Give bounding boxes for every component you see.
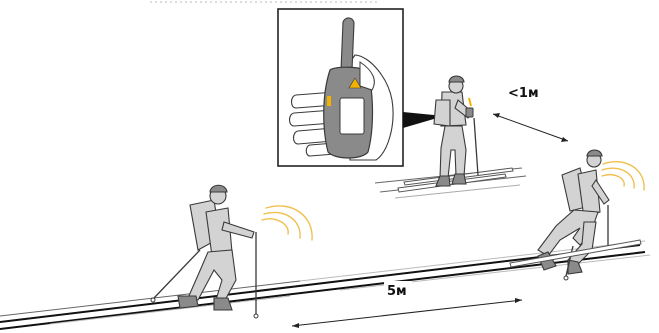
- far-distance-label: 5м: [387, 284, 407, 299]
- signal-waves-left: [262, 206, 312, 240]
- side-button: [327, 96, 331, 106]
- transceiver-screen: [340, 98, 364, 134]
- near-distance-label: <1м: [508, 86, 539, 101]
- signal-waves-right: [602, 162, 644, 190]
- ski-track: [0, 241, 650, 329]
- skier-near: [398, 76, 513, 192]
- transceiver-inset: [278, 9, 444, 166]
- far-distance-indicator: 5м: [292, 281, 522, 328]
- near-distance-indicator: <1м: [493, 86, 568, 142]
- transceiver-antenna: [341, 18, 354, 70]
